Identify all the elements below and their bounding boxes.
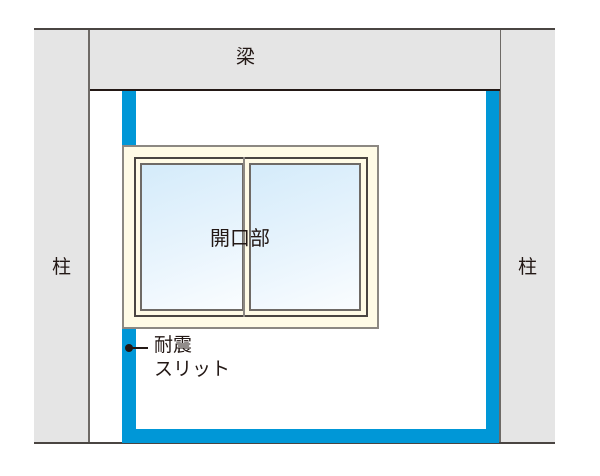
- slit-callout-dot: [125, 344, 133, 352]
- top-border-line: [34, 28, 555, 30]
- beam: [90, 29, 500, 91]
- window-mullion: [243, 157, 245, 317]
- slit-label-line1: 耐震: [154, 334, 193, 356]
- slit-label-line2: スリット: [154, 358, 231, 380]
- window-pane-right: [249, 163, 361, 311]
- opening-label: 開口部: [210, 226, 270, 250]
- seismic-slit-right: [486, 91, 499, 443]
- right-column-label: 柱: [518, 256, 538, 278]
- seismic-slit-bottom: [122, 429, 499, 443]
- bottom-border-line: [34, 442, 555, 444]
- left-column: [34, 29, 90, 443]
- window-pane-left: [140, 163, 244, 311]
- right-column: [499, 29, 555, 443]
- window-inner-frame: [134, 157, 368, 317]
- left-column-label: 柱: [52, 256, 72, 278]
- beam-label: 梁: [236, 46, 256, 68]
- slit-callout-line: [131, 347, 148, 349]
